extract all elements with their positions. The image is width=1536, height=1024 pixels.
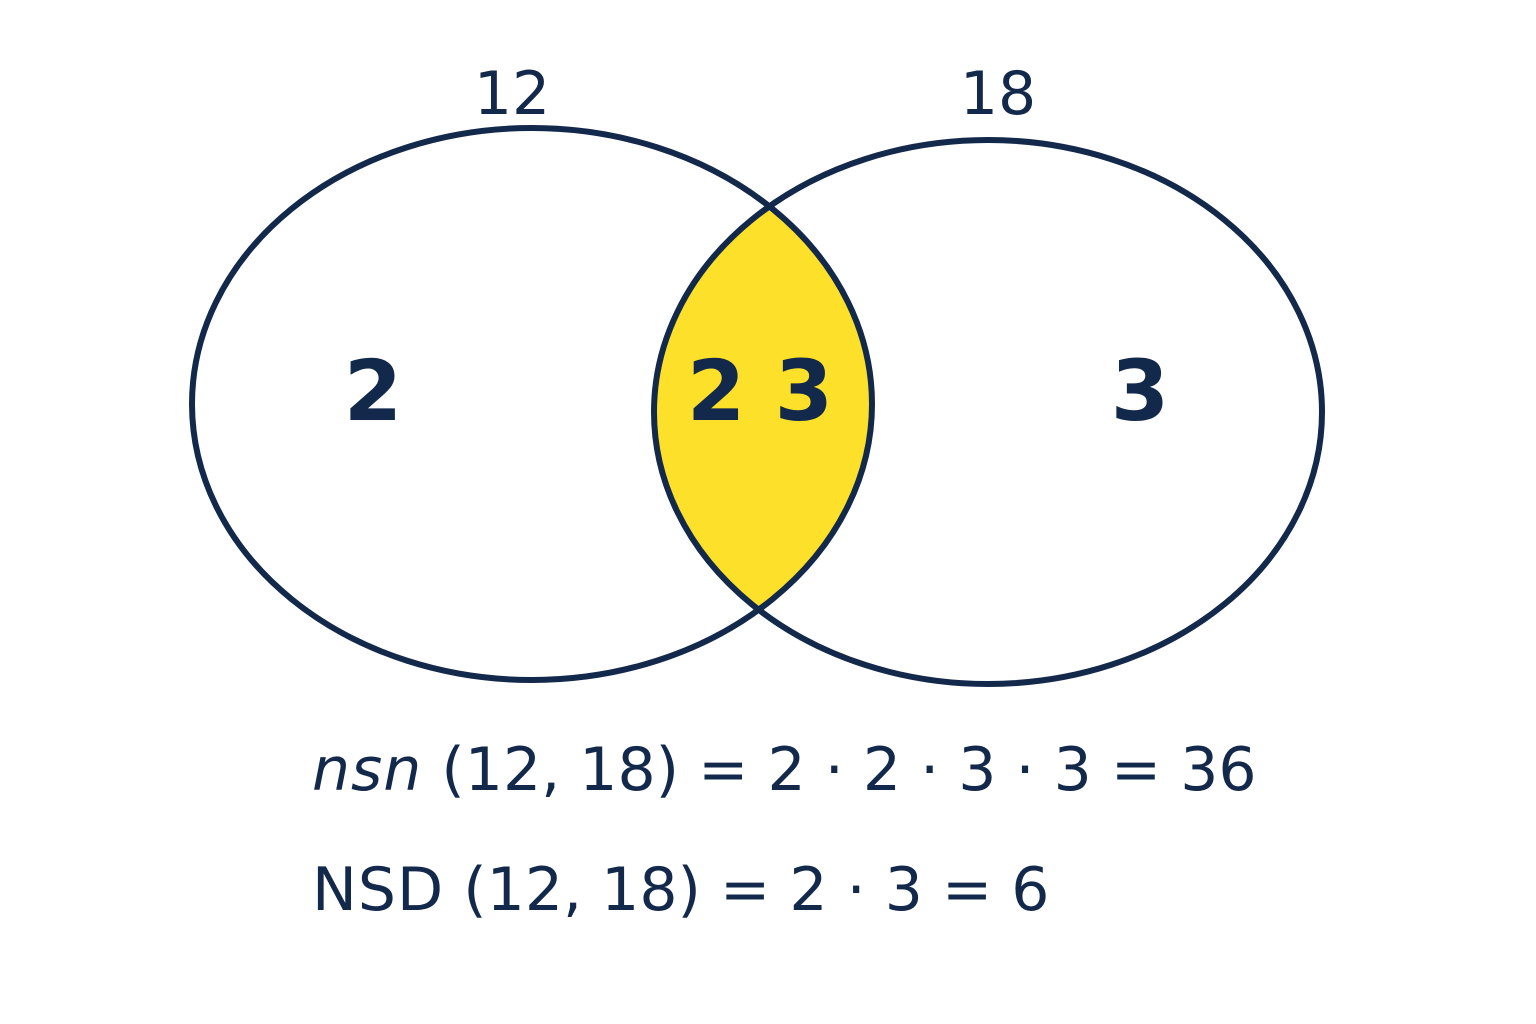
lcm-formula: nsn (12, 18) = 2 · 2 · 3 · 3 = 36	[312, 740, 1257, 800]
gcd-formula: NSD (12, 18) = 2 · 3 = 6	[312, 860, 1049, 920]
set-12-label: 12	[474, 59, 550, 129]
lcm-expression: (12, 18) = 2 · 2 · 3 · 3 = 36	[422, 735, 1257, 805]
set-18-label: 18	[960, 59, 1036, 129]
gcd-expression: (12, 18) = 2 · 3 = 6	[444, 855, 1050, 925]
gcd-function-name: NSD	[312, 855, 445, 925]
right-only-factors: 3	[1111, 342, 1169, 440]
set-18-circle	[651, 137, 1325, 687]
lcm-function-name: nsn	[312, 735, 423, 805]
set-12-circle	[189, 125, 875, 683]
common-factors: 2 3	[687, 342, 833, 440]
left-only-factors: 2	[344, 342, 402, 440]
